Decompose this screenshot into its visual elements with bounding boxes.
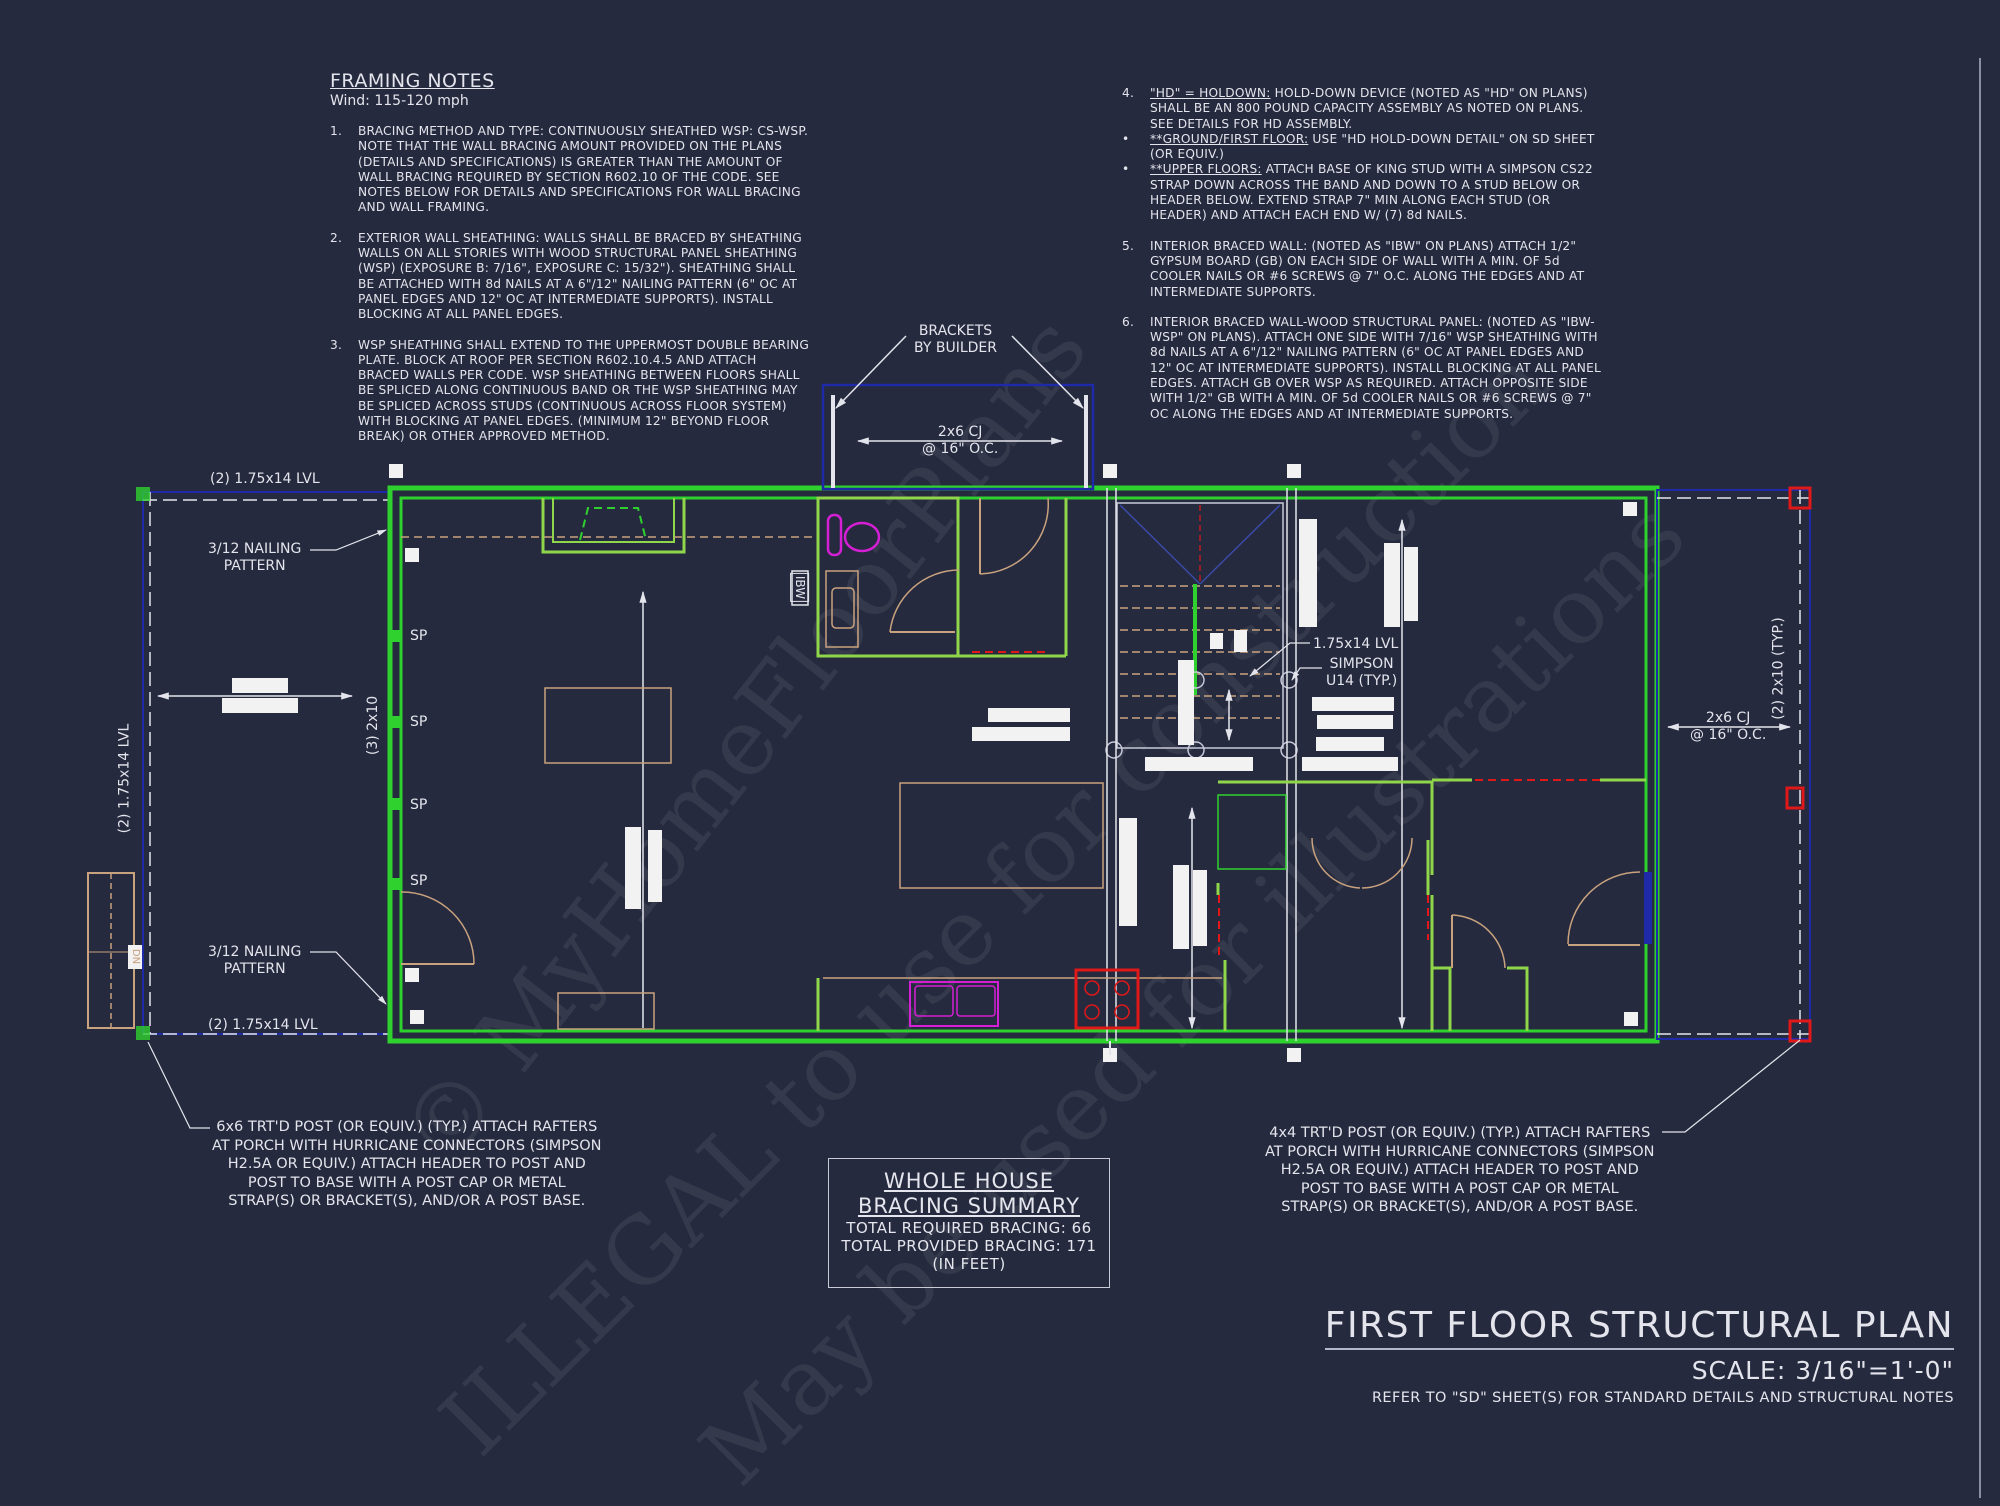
ibw-wsp-note: 6.INTERIOR BRACED WALL-WOOD STRUCTURAL P…	[1122, 314, 1602, 421]
nailing-pattern-label-top: 3/12 NAILING PATTERN	[208, 541, 302, 574]
sp-label: SP	[410, 628, 428, 644]
ibw-note: 5.INTERIOR BRACED WALL: (NOTED AS "IBW" …	[1122, 238, 1585, 299]
lvl-label-bottom-left: (2) 1.75x14 LVL	[208, 1017, 318, 1033]
nailing-pattern-label-bottom: 3/12 NAILING PATTERN	[208, 944, 302, 977]
stair-lvl-label: 1.75x14 LVL	[1313, 636, 1399, 652]
sheet-title: FIRST FLOOR STRUCTURAL PLAN	[1324, 1305, 1954, 1350]
holdown-note: 4."HD" = HOLDOWN: HOLD-DOWN DEVICE (NOTE…	[1122, 86, 1588, 131]
sp-label: SP	[410, 797, 428, 813]
simpson-u14-label: SIMPSON U14 (TYP.)	[1326, 656, 1398, 689]
required-bracing: TOTAL REQUIRED BRACING: 66	[846, 1219, 1092, 1237]
post-note-right: 4x4 TRT'D POST (OR EQUIV.) (TYP.) ATTACH…	[1265, 1125, 1655, 1215]
sheet-reference-note: REFER TO "SD" SHEET(S) FOR STANDARD DETA…	[1371, 1390, 1954, 1406]
brackets-by-builder-label: BRACKETS BY BUILDER	[914, 323, 997, 356]
upper-floors-note: •**UPPER FLOORS: ATTACH BASE OF KING STU…	[1122, 162, 1593, 223]
framing-note: 3.WSP SHEATHING SHALL EXTEND TO THE UPPE…	[330, 337, 809, 444]
ibw-tag: IBW	[790, 572, 810, 603]
framing-notes-title: FRAMING NOTES	[330, 70, 495, 92]
provided-bracing: TOTAL PROVIDED BRACING: 171	[841, 1237, 1097, 1255]
framing-notes-right: 4."HD" = HOLDOWN: HOLD-DOWN DEVICE (NOTE…	[1122, 86, 1602, 437]
sheet-scale: SCALE: 3/16"=1'-0"	[1691, 1356, 1954, 1385]
post-note-left: 6x6 TRT'D POST (OR EQUIV.) (TYP.) ATTACH…	[212, 1119, 602, 1209]
lvl-label-top-left: (2) 1.75x14 LVL	[210, 471, 320, 487]
bracing-units: (IN FEET)	[932, 1255, 1006, 1273]
right-2x10-label: (2) 2x10 (TYP.)	[1770, 617, 1787, 720]
framing-note: 2.EXTERIOR WALL SHEATHING: WALLS SHALL B…	[330, 230, 802, 322]
ceiling-joist-label-right: 2x6 CJ @ 16" O.C.	[1690, 710, 1767, 743]
stair-down-label: DN	[130, 948, 142, 965]
sheet-border	[1979, 58, 1981, 1498]
ceiling-joist-label-top: 2x6 CJ @ 16" O.C.	[922, 424, 999, 457]
framing-notes-list: 1.BRACING METHOD AND TYPE: CONTINUOUSLY …	[330, 124, 810, 460]
framing-note: 1.BRACING METHOD AND TYPE: CONTINUOUSLY …	[330, 124, 809, 215]
sp-label: SP	[410, 873, 428, 889]
ground-floor-note: •**GROUND/FIRST FLOOR: USE "HD HOLD-DOWN…	[1122, 131, 1595, 162]
sp-label: SP	[410, 714, 428, 730]
lvl-label-left-vertical: (2) 1.75x14 LVL	[116, 723, 133, 834]
beam-2x10-label: (3) 2x10	[365, 695, 382, 756]
framing-notes-wind: Wind: 115-120 mph	[330, 93, 469, 109]
